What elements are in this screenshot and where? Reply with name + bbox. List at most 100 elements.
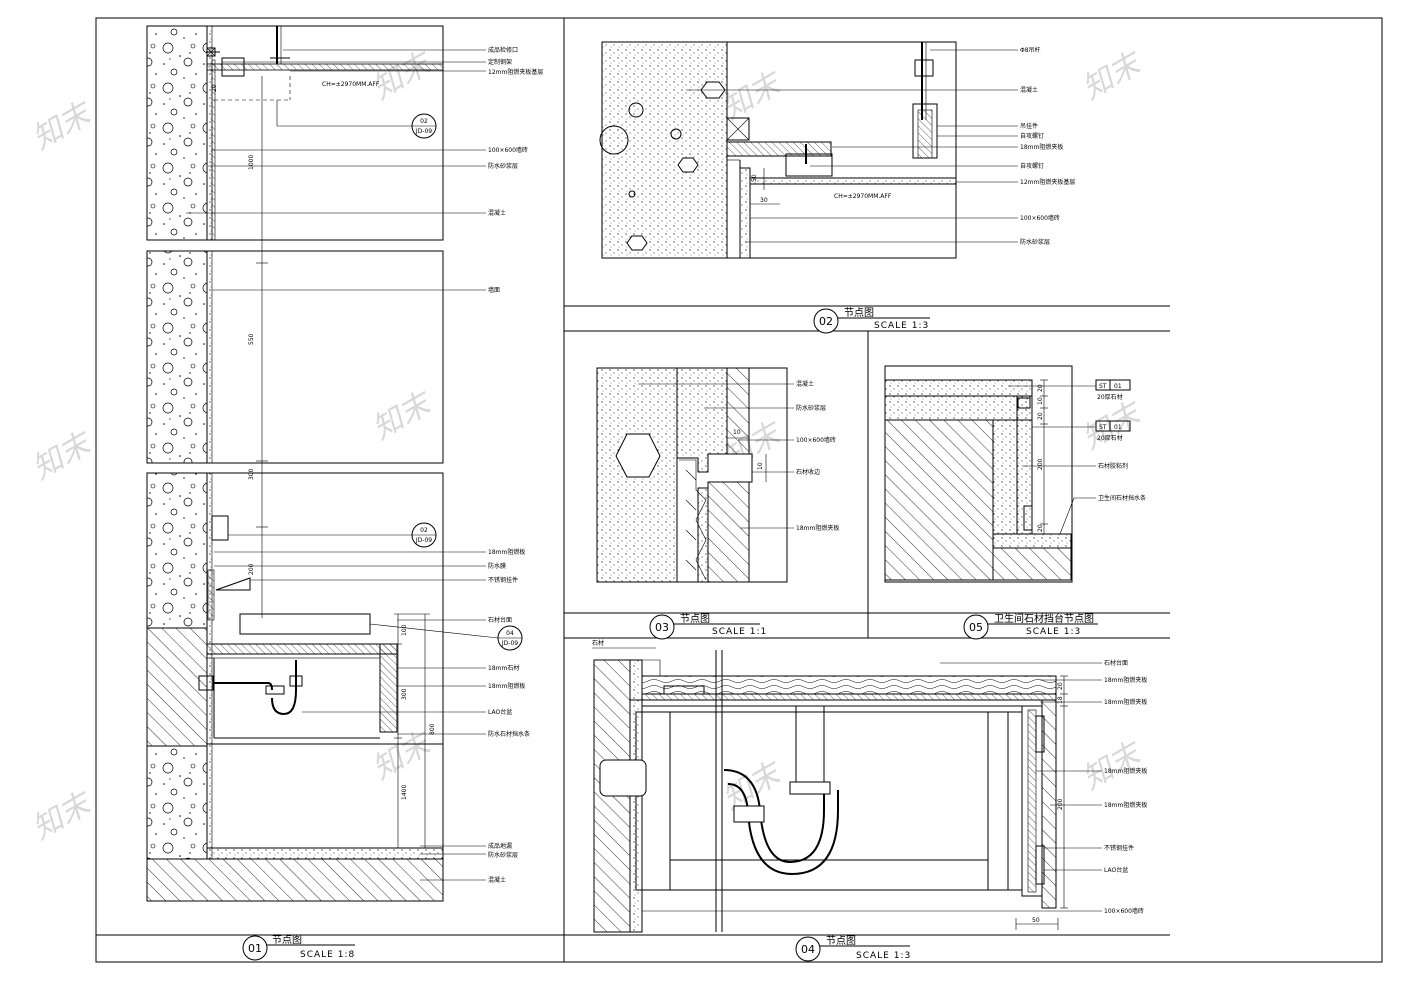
svg-text:800: 800 — [429, 723, 436, 735]
leader-label: 18mm阻燃夹板 — [1104, 676, 1147, 684]
svg-text:04: 04 — [506, 630, 514, 637]
dim-text: 1000 — [248, 155, 255, 170]
concrete-wall — [146, 472, 208, 629]
detail-number-bubble — [795, 936, 821, 962]
material-tag-number: 01 — [1114, 383, 1122, 390]
svg-text:200: 200 — [1037, 458, 1044, 470]
leader-label: 12mm阻燃夹板基层 — [1020, 178, 1075, 186]
watermark: 知末 — [1077, 45, 1150, 107]
detail-title: 卫生间石材挡台节点图 — [994, 612, 1094, 625]
leader-label: 18mm石材 — [488, 664, 519, 672]
detail-number: 03 — [655, 621, 669, 634]
leader-label: 石材台面 — [1104, 659, 1128, 667]
leader-label: 12mm阻燃夹板基层 — [488, 68, 543, 76]
dim-text: 300 — [248, 468, 255, 480]
concrete-wall — [146, 745, 208, 860]
detail-number-bubble — [242, 935, 268, 961]
material-tag-code: ST — [1099, 424, 1107, 431]
leader-label: 混凝土 — [796, 380, 814, 388]
detail-02: 50 30 CH=±2970MM.AFF Φ8吊杆 混凝土 吊挂件 自攻螺钉 1… — [599, 41, 1075, 334]
detail-scale: SCALE 1:1 — [712, 627, 767, 637]
svg-text:50: 50 — [1032, 917, 1040, 924]
leader-label: 100×600墙砖 — [1104, 907, 1144, 915]
svg-text:30: 30 — [760, 197, 768, 204]
svg-text:10: 10 — [1037, 397, 1044, 405]
leader-label: 防水砂浆层 — [488, 162, 518, 170]
leader-label: 100×600墙砖 — [796, 436, 836, 444]
watermark: 知末 — [367, 385, 440, 447]
hatched-wall — [146, 627, 208, 747]
detail-number: 01 — [248, 942, 262, 955]
detail-scale: SCALE 1:8 — [300, 950, 355, 960]
svg-text:100: 100 — [401, 624, 408, 636]
svg-text:1400: 1400 — [401, 785, 408, 800]
watermark: 知末 — [1077, 395, 1150, 457]
svg-text:20: 20 — [1037, 384, 1044, 392]
detail-01-labels: 成品检修口 定制钢架 12mm阻燃夹板基层 100×600墙砖 防水砂浆层 混凝… — [186, 46, 543, 884]
leader-label: 防水膜 — [488, 562, 506, 570]
watermark: 知末 — [27, 425, 100, 487]
leader-label: 18mm阻燃夹板 — [1104, 698, 1147, 706]
material-tag-code: ST — [1099, 383, 1107, 390]
material-tag-number: 01 — [1114, 424, 1122, 431]
detail-03: 10 10 混凝土 防水砂浆层 100×600墙砖 石材收边 18mm阻燃夹板 … — [596, 367, 839, 640]
svg-text:18: 18 — [1057, 696, 1064, 704]
detail-scale: SCALE 1:3 — [1026, 627, 1081, 637]
svg-text:02: 02 — [420, 118, 428, 125]
svg-text:50: 50 — [751, 174, 758, 182]
detail-title: 节点图 — [826, 935, 856, 947]
leader-label: 石材 — [592, 639, 604, 647]
watermark: 知末 — [367, 45, 440, 107]
leader-label: 混凝土 — [488, 209, 506, 217]
watermark: 知末 — [27, 785, 100, 847]
leader-label: 石材收边 — [796, 468, 820, 476]
svg-text:10: 10 — [733, 429, 741, 436]
leader-label: 防水石材挡水条 — [488, 730, 530, 738]
dim-text: 550 — [248, 333, 255, 345]
svg-text:20: 20 — [1037, 524, 1044, 532]
detail-title: 节点图 — [680, 613, 710, 625]
leader-label: 100×600墙砖 — [488, 146, 528, 154]
leader-label: 防水砂浆层 — [1020, 238, 1050, 246]
leader-label: 石材胶粘剂 — [1098, 462, 1128, 470]
leader-label: 不锈钢挂件 — [1104, 844, 1134, 852]
detail-title: 节点图 — [844, 307, 874, 319]
detail-scale: SCALE 1:3 — [874, 321, 929, 331]
detail-01: 1000 550 300 200 02 JD-09 CH=±2970MM.AFF… — [146, 25, 543, 961]
svg-text:10: 10 — [757, 462, 764, 470]
detail-03-labels: 混凝土 防水砂浆层 100×600墙砖 石材收边 18mm阻燃夹板 — [638, 380, 839, 532]
leader-label: 自攻螺钉 — [1020, 132, 1044, 140]
leader-label: Φ8吊杆 — [1020, 46, 1041, 54]
svg-text:JD-09: JD-09 — [415, 537, 432, 544]
leader-label: 防水砂浆层 — [488, 851, 518, 859]
leader-label: LAO台盆 — [488, 708, 512, 716]
concrete-wall — [146, 25, 208, 241]
leader-label: 石材台面 — [488, 616, 512, 624]
leader-label: 混凝土 — [488, 876, 506, 884]
leader-label: 卫生间石材挡水条 — [1098, 494, 1146, 502]
leader-label: 18mm阻燃夹板 — [1104, 767, 1147, 775]
detail-number-bubble — [649, 614, 675, 640]
svg-text:JD-09: JD-09 — [501, 640, 518, 647]
material-tag-desc: 20厚石材 — [1097, 393, 1123, 401]
detail-number-bubble — [963, 614, 989, 640]
leader-label: 成品检修口 — [488, 46, 518, 54]
leader-label: 18mm阻燃夹板 — [1020, 143, 1063, 151]
watermark: 知末 — [27, 95, 100, 157]
concrete-wall — [146, 250, 208, 464]
detail-04-labels: 石材 石材台面 18mm阻燃夹板 18mm阻燃夹板 18mm阻燃夹板 18mm阻… — [592, 639, 1147, 915]
leader-label: 18mm阻燃夹板 — [796, 524, 839, 532]
leader-label: 防水砂浆层 — [796, 404, 826, 412]
leader-label: 100×600墙砖 — [1020, 214, 1060, 222]
leader-label: LAO台盆 — [1104, 866, 1128, 874]
detail-05: 20 10 20 200 20 ST 01 20厚石材 ST 01 20厚石材 … — [884, 365, 1146, 640]
leader-label: 18mm阻燃夹板 — [1104, 801, 1147, 809]
leader-label: 不锈钢挂件 — [488, 576, 518, 584]
dim-text: 200 — [248, 563, 255, 575]
detail-number-bubble — [813, 308, 839, 334]
leader-label: 18mm阻燃板 — [488, 548, 525, 556]
leader-label: 墙面 — [488, 286, 500, 294]
ceiling-height-text: CH=±2970MM.AFF — [322, 81, 380, 88]
